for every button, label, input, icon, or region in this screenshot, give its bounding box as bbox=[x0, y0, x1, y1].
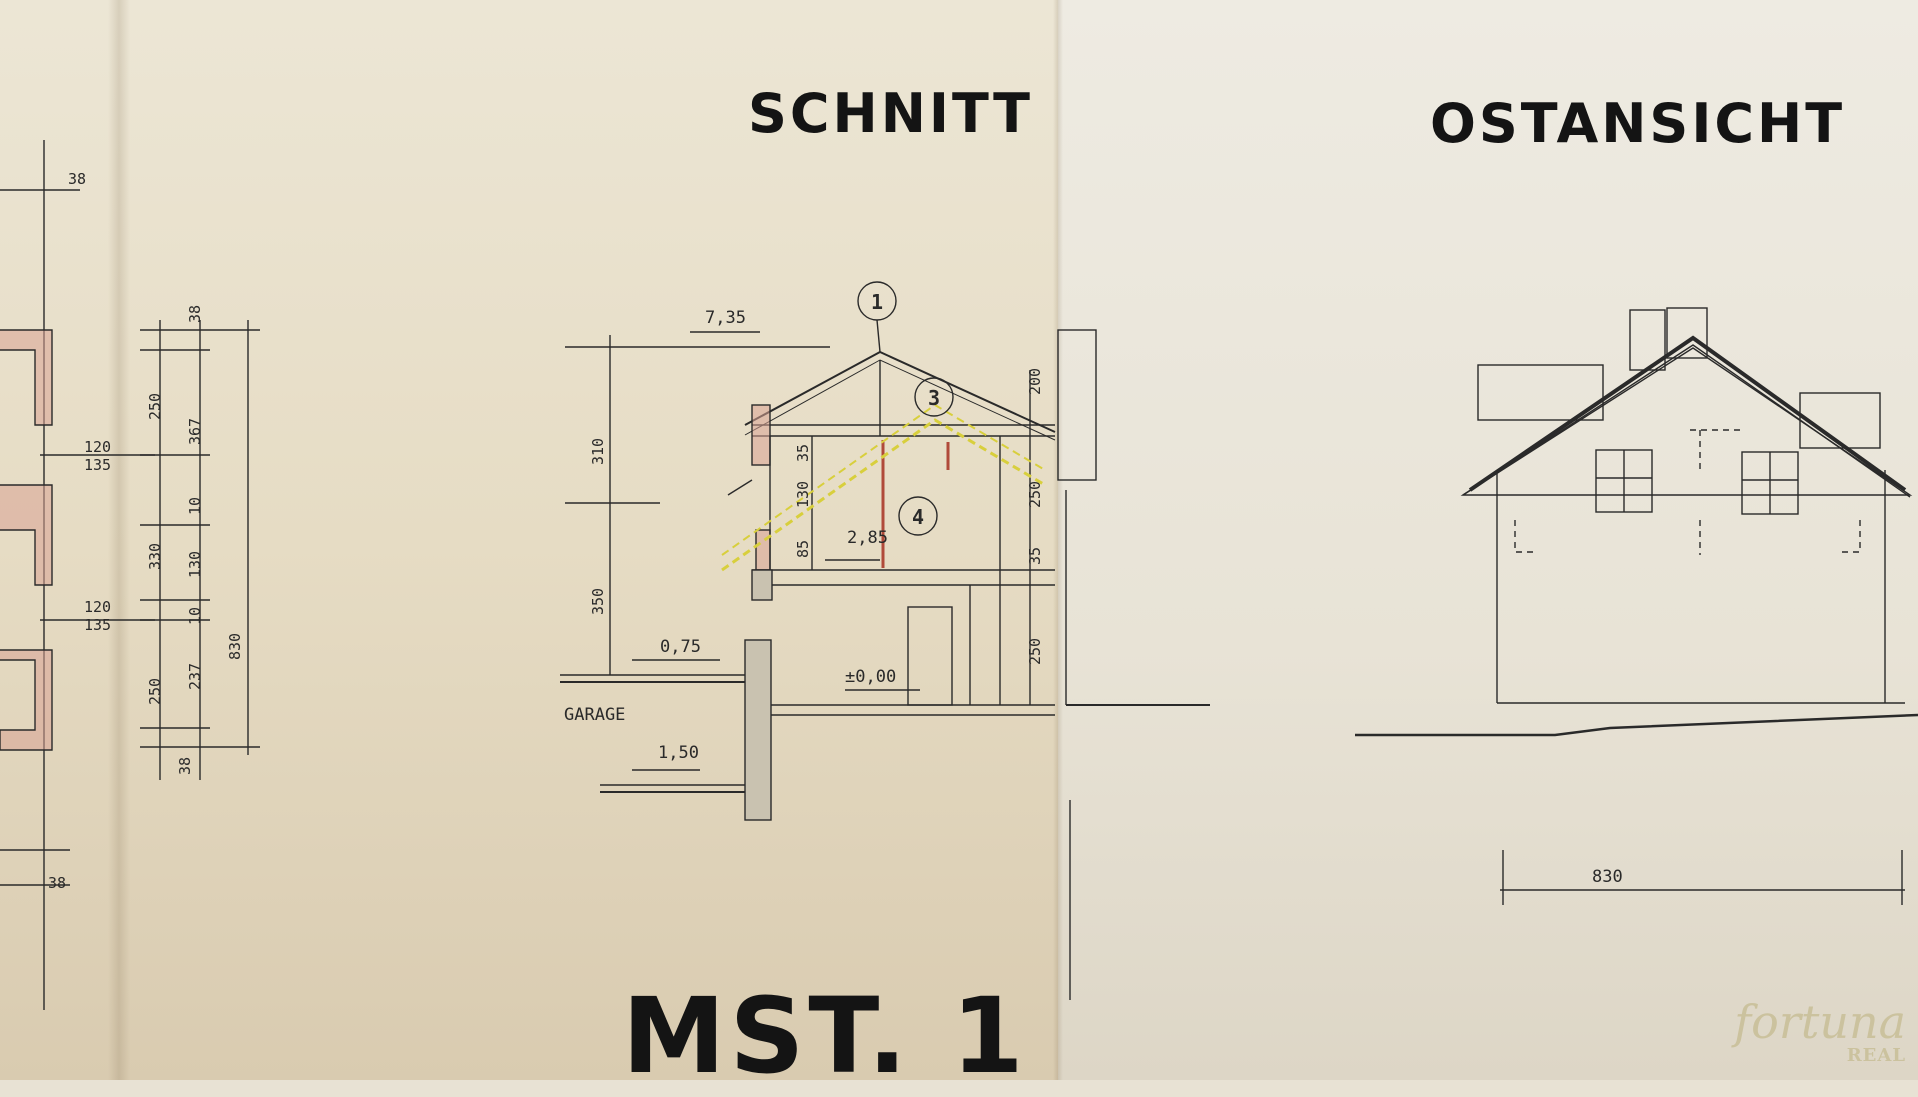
marker-3-label: 3 bbox=[928, 386, 940, 410]
marker-4 bbox=[898, 496, 938, 536]
svg-text:350: 350 bbox=[589, 588, 607, 615]
east-elevation bbox=[1355, 307, 1918, 905]
section-drawing bbox=[560, 329, 1210, 1000]
elevation-title: OSTANSICHT bbox=[1430, 92, 1846, 155]
fortuna-real-logo: fortuna REAL bbox=[1734, 999, 1906, 1066]
svg-text:830: 830 bbox=[226, 633, 244, 660]
level-285: 2,85 bbox=[847, 528, 888, 548]
level-150: 1,50 bbox=[658, 743, 699, 763]
section-dims: 310 350 130 85 35 200 250 35 250 bbox=[589, 368, 1044, 665]
svg-text:38: 38 bbox=[48, 874, 66, 892]
svg-text:130: 130 bbox=[794, 481, 812, 508]
svg-text:250: 250 bbox=[1026, 638, 1044, 665]
plan-dims: 38 38 250 367 120 135 10 330 130 120 135… bbox=[48, 170, 244, 892]
svg-text:38: 38 bbox=[68, 170, 86, 188]
sheet-number: MST. 1 bbox=[622, 975, 1028, 1097]
marker-1-label: 1 bbox=[871, 290, 883, 314]
level-735: 7,35 bbox=[705, 308, 746, 328]
svg-text:135: 135 bbox=[84, 616, 111, 634]
svg-text:200: 200 bbox=[1026, 368, 1044, 395]
level-075: 0,75 bbox=[660, 637, 701, 657]
level-000: ±0,00 bbox=[845, 667, 896, 687]
svg-text:330: 330 bbox=[146, 543, 164, 570]
garage-label: GARAGE bbox=[564, 705, 625, 725]
svg-text:85: 85 bbox=[794, 540, 812, 558]
paper-crease bbox=[108, 0, 130, 1080]
svg-text:237: 237 bbox=[186, 663, 204, 690]
svg-text:10: 10 bbox=[186, 497, 204, 515]
svg-text:135: 135 bbox=[84, 456, 111, 474]
section-levels: 7,35 2,85 0,75 ±0,00 1,50 GARAGE bbox=[564, 308, 896, 763]
svg-text:38: 38 bbox=[176, 757, 194, 775]
svg-text:120: 120 bbox=[84, 598, 111, 616]
svg-text:10: 10 bbox=[186, 607, 204, 625]
marker-4-label: 4 bbox=[912, 505, 924, 529]
floor-plan bbox=[0, 140, 260, 1010]
svg-text:367: 367 bbox=[186, 418, 204, 445]
svg-text:250: 250 bbox=[1026, 481, 1044, 508]
svg-text:250: 250 bbox=[146, 393, 164, 420]
right-sheet bbox=[1058, 0, 1918, 1080]
svg-text:250: 250 bbox=[146, 678, 164, 705]
marker-3 bbox=[914, 377, 954, 417]
svg-text:35: 35 bbox=[1026, 547, 1044, 565]
sheet-fold bbox=[1053, 0, 1063, 1080]
logo-wordmark: fortuna bbox=[1734, 995, 1906, 1049]
svg-text:310: 310 bbox=[589, 438, 607, 465]
svg-text:120: 120 bbox=[84, 438, 111, 456]
svg-text:130: 130 bbox=[186, 551, 204, 578]
logo-subline: REAL bbox=[1846, 1045, 1906, 1066]
svg-text:35: 35 bbox=[794, 444, 812, 462]
svg-text:38: 38 bbox=[186, 305, 204, 323]
marker-labels: 1 3 4 bbox=[871, 290, 940, 529]
elevation-width-dim: 830 bbox=[1592, 867, 1623, 887]
section-title: SCHNITT bbox=[748, 82, 1033, 145]
